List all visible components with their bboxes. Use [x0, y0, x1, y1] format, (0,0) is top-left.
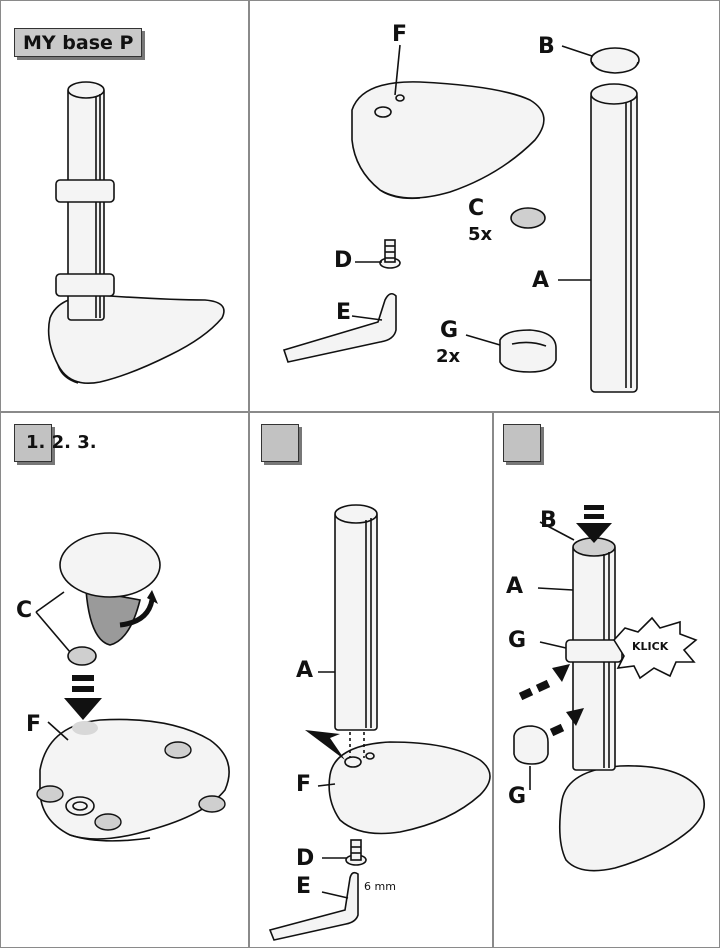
- step2-illustration: [268, 504, 491, 941]
- title-badge: MY base P: [14, 28, 143, 57]
- part-g-clip: [465, 329, 557, 373]
- part-c-pad: [510, 207, 546, 229]
- step3-label-g-bottom: G: [508, 784, 527, 809]
- part-d-screw: [355, 239, 401, 269]
- step3-label-b: B: [540, 508, 557, 533]
- part-f-base-plate: [351, 44, 545, 200]
- wrench-size-label: 6 mm: [364, 880, 396, 893]
- step3-label-a: A: [506, 574, 524, 599]
- step3-arrow-upper: [518, 664, 570, 701]
- step2-label-e: E: [296, 874, 312, 899]
- step-badge-2: [261, 424, 299, 462]
- part-b-cap: [561, 45, 640, 74]
- label-e: E: [336, 300, 352, 325]
- step-badge-3: [503, 424, 541, 462]
- qty-c: 5x: [468, 224, 493, 245]
- step3-label-g-top: G: [508, 628, 527, 653]
- overview-assembled-stand: [47, 81, 225, 384]
- click-label: KLICK: [632, 640, 669, 653]
- part-e-hex-key: [282, 292, 397, 363]
- steps-label: 1. 2. 3.: [26, 432, 97, 453]
- step2-label-f: F: [296, 772, 312, 797]
- step1-label-f: F: [26, 712, 42, 737]
- label-g: G: [440, 318, 459, 343]
- label-d: D: [334, 248, 353, 273]
- label-c: C: [468, 196, 485, 221]
- label-f: F: [392, 22, 408, 47]
- step-badge-1: [14, 424, 52, 462]
- label-a: A: [532, 268, 550, 293]
- part-a-tube: [558, 83, 638, 393]
- qty-g: 2x: [436, 346, 461, 367]
- step2-label-a: A: [296, 658, 314, 683]
- label-b: B: [538, 34, 555, 59]
- step1-label-c: C: [16, 598, 33, 623]
- step1-illustration: [35, 532, 230, 842]
- step3-illustration: [513, 505, 706, 872]
- step2-label-d: D: [296, 846, 315, 871]
